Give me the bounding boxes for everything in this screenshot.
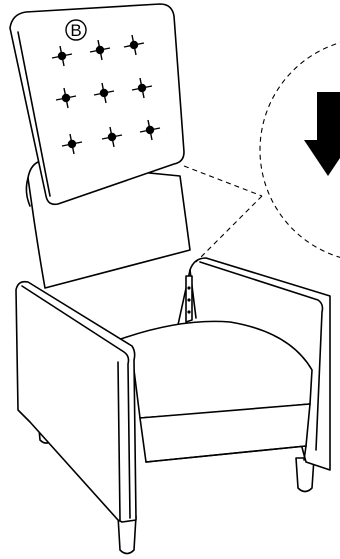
down-arrow-icon: [304, 92, 340, 176]
part-label-circle: [65, 19, 87, 41]
backrest-pin: [131, 77, 153, 99]
backrest-pin: [55, 87, 77, 109]
backrest-pin: [89, 39, 111, 61]
detail-callout: [183, 42, 340, 263]
right-front-leg: [117, 515, 137, 555]
part-label: B: [65, 19, 87, 41]
backrest-pin: [101, 126, 123, 148]
backrest-pin: [61, 133, 83, 155]
backrest-pin: [51, 45, 73, 67]
chair-legs: [37, 417, 315, 555]
backrest-pins: [51, 34, 161, 155]
backrest-pin: [123, 34, 145, 56]
part-label-text: B: [70, 21, 81, 40]
chair-body: [15, 257, 331, 523]
right-back-leg: [295, 457, 315, 493]
detail-circle: [259, 42, 340, 258]
leader-line-lower: [195, 195, 263, 263]
leader-line-upper: [183, 165, 263, 197]
backrest-cushion: [9, 3, 185, 206]
backrest-pin: [93, 82, 115, 104]
backrest-pin: [139, 119, 161, 141]
left-armrest: [15, 280, 137, 523]
